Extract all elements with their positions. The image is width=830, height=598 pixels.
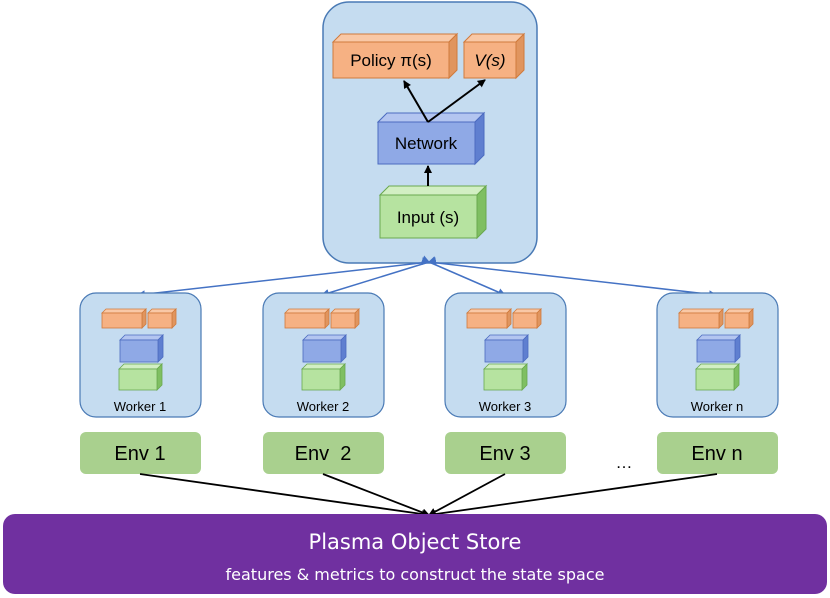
store-panel — [3, 514, 827, 594]
env-n: Env n — [657, 432, 778, 474]
worker-3: Worker 3 — [444, 292, 567, 418]
sync-arrow-worker-2 — [321, 256, 437, 297]
worker-label: Worker n — [691, 399, 744, 414]
worker-policy-box — [284, 308, 330, 329]
worker-network-box — [696, 334, 741, 363]
sync-arrow-worker-1 — [137, 257, 437, 299]
input-box: Input (s) — [378, 184, 488, 240]
sync-arrow-worker-n — [421, 257, 717, 299]
worker-value-box — [330, 308, 360, 329]
worker-policy-box — [678, 308, 724, 329]
worker-policy-box — [466, 308, 512, 329]
network-to-policy-arrow — [403, 80, 429, 123]
env-box — [80, 432, 201, 474]
env-2: Env 2 — [263, 432, 384, 474]
value-label: V(s) — [474, 51, 505, 70]
value-box: V(s) — [462, 32, 526, 80]
env-label: Env n — [691, 443, 742, 465]
env-n-to-store-arrow — [428, 473, 718, 518]
env-label: Env 2 — [295, 443, 352, 465]
worker-input-box — [695, 363, 740, 391]
sync-arrows — [137, 255, 717, 299]
worker-network-box — [302, 334, 347, 363]
worker-input-box — [483, 363, 528, 391]
env-1-to-store-arrow — [139, 473, 430, 518]
env-2-to-store-arrow — [322, 473, 430, 517]
plasma-object-store: Plasma Object Store features & metrics t… — [3, 514, 827, 594]
worker-1: Worker 1 — [79, 292, 202, 418]
input-label: Input (s) — [397, 208, 459, 227]
store-arrows — [139, 473, 718, 518]
worker-2: Worker 2 — [262, 292, 385, 418]
worker-policy-box — [101, 308, 147, 329]
worker-label: Worker 3 — [479, 399, 532, 414]
env-box — [263, 432, 384, 474]
worker-network-box — [119, 334, 164, 363]
network-label: Network — [395, 134, 458, 153]
worker-value-box — [512, 308, 542, 329]
worker-label: Worker 1 — [114, 399, 167, 414]
env-3-to-store-arrow — [428, 473, 506, 516]
network-box: Network — [376, 111, 486, 166]
env-3: Env 3 — [445, 432, 566, 474]
store-title: Plasma Object Store — [309, 530, 522, 554]
env-box — [445, 432, 566, 474]
worker-input-box — [301, 363, 346, 391]
worker-n: Worker n — [656, 292, 779, 418]
worker-network-box — [484, 334, 529, 363]
worker-value-box — [724, 308, 754, 329]
env-1: Env 1 — [80, 432, 201, 474]
ellipsis-text: … — [616, 453, 633, 472]
network-to-value-arrow — [427, 79, 486, 123]
env-label: Env 1 — [114, 443, 165, 465]
env-label: Env 3 — [479, 443, 530, 465]
policy-box: Policy π(s) — [331, 32, 459, 80]
worker-value-box — [147, 308, 177, 329]
env-box — [657, 432, 778, 474]
policy-label: Policy π(s) — [350, 51, 432, 70]
store-subtitle: features & metrics to construct the stat… — [226, 565, 605, 584]
worker-label: Worker 2 — [297, 399, 350, 414]
worker-input-box — [118, 363, 163, 391]
